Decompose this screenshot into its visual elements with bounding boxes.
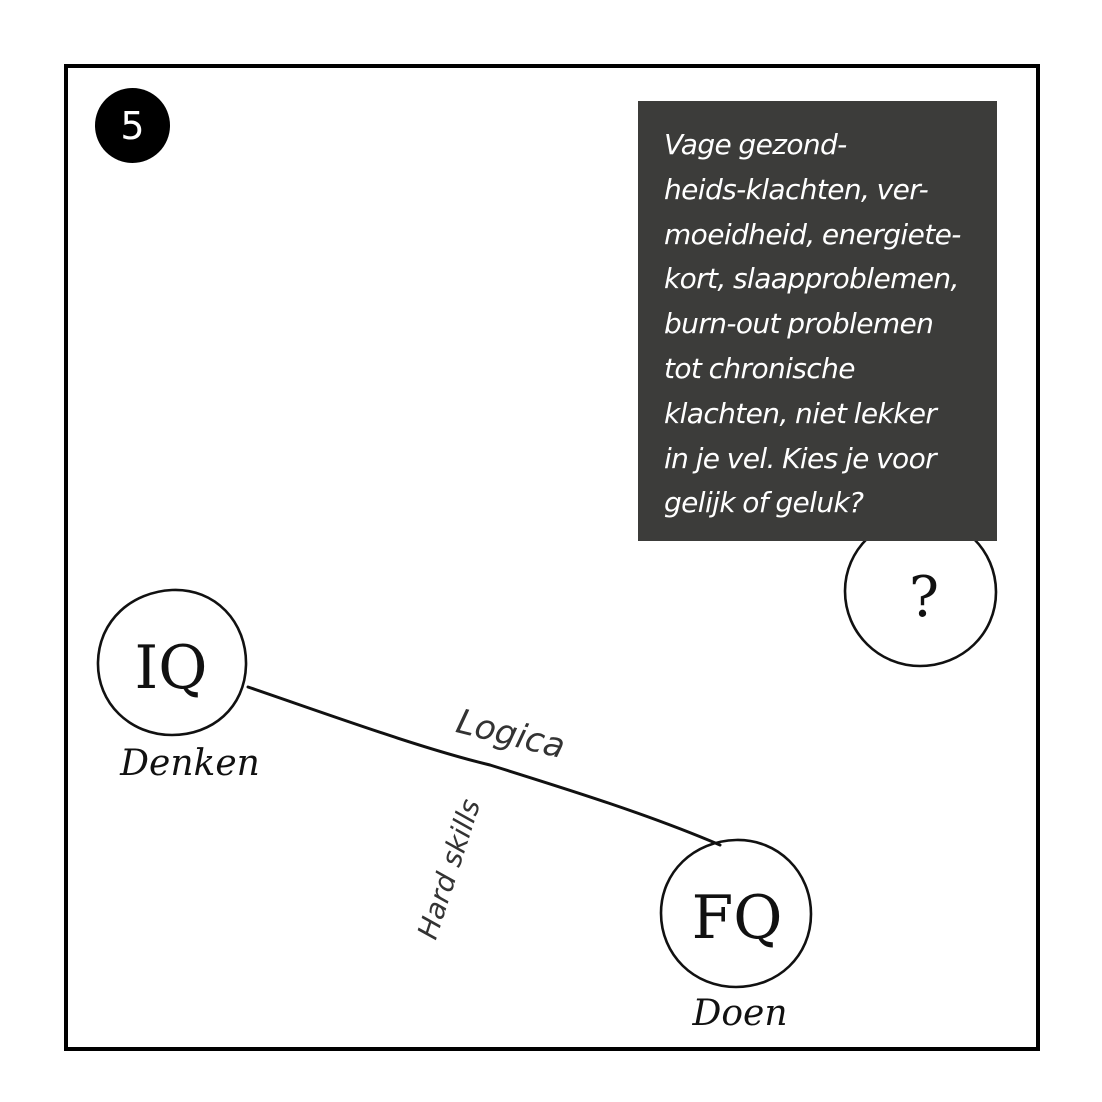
panel-number: 5	[120, 103, 145, 148]
fq-node: FQ Doen	[659, 838, 813, 1034]
overlay-line-9: gelijk of geluk?	[664, 486, 864, 520]
description-box-overlay: Vage gezond- heids-klachten, ver- moeidh…	[638, 101, 997, 541]
iq-node-label: IQ	[135, 633, 208, 703]
fq-node-circle	[659, 838, 813, 989]
overlay-line-7: klachten, niet lekker	[664, 396, 937, 430]
edge-label-logica: Logica	[452, 702, 569, 767]
overlay-line-1: Vage gezond-	[664, 128, 847, 161]
overlay-line-8: in je vel. Kies je voor	[664, 441, 937, 475]
iq-node-caption: Denken	[119, 743, 260, 784]
unknown-node-circle	[843, 515, 998, 668]
overlay-line-4: kort, slaapproblemen,	[664, 262, 959, 296]
edge-label-hard-skills: Hard skills	[411, 795, 487, 943]
fq-node-label: FQ	[692, 883, 783, 953]
iq-fq-connector	[246, 685, 722, 847]
iq-node-circle	[96, 588, 248, 737]
overlay-line-6: tot chronische	[664, 351, 855, 385]
overlay-line-2: heids-klachten, ver-	[664, 172, 929, 206]
overlay-line-3: moeidheid, energiete-	[664, 217, 961, 251]
fq-node-caption: Doen	[691, 993, 787, 1034]
overlay-line-5: burn-out problemen	[664, 307, 934, 341]
unknown-node: ?	[843, 515, 998, 668]
iq-node: IQ Denken	[96, 588, 260, 784]
unknown-node-label: ?	[909, 565, 939, 630]
panel-frame	[64, 64, 1040, 1051]
panel-number-badge: 5	[95, 88, 170, 163]
